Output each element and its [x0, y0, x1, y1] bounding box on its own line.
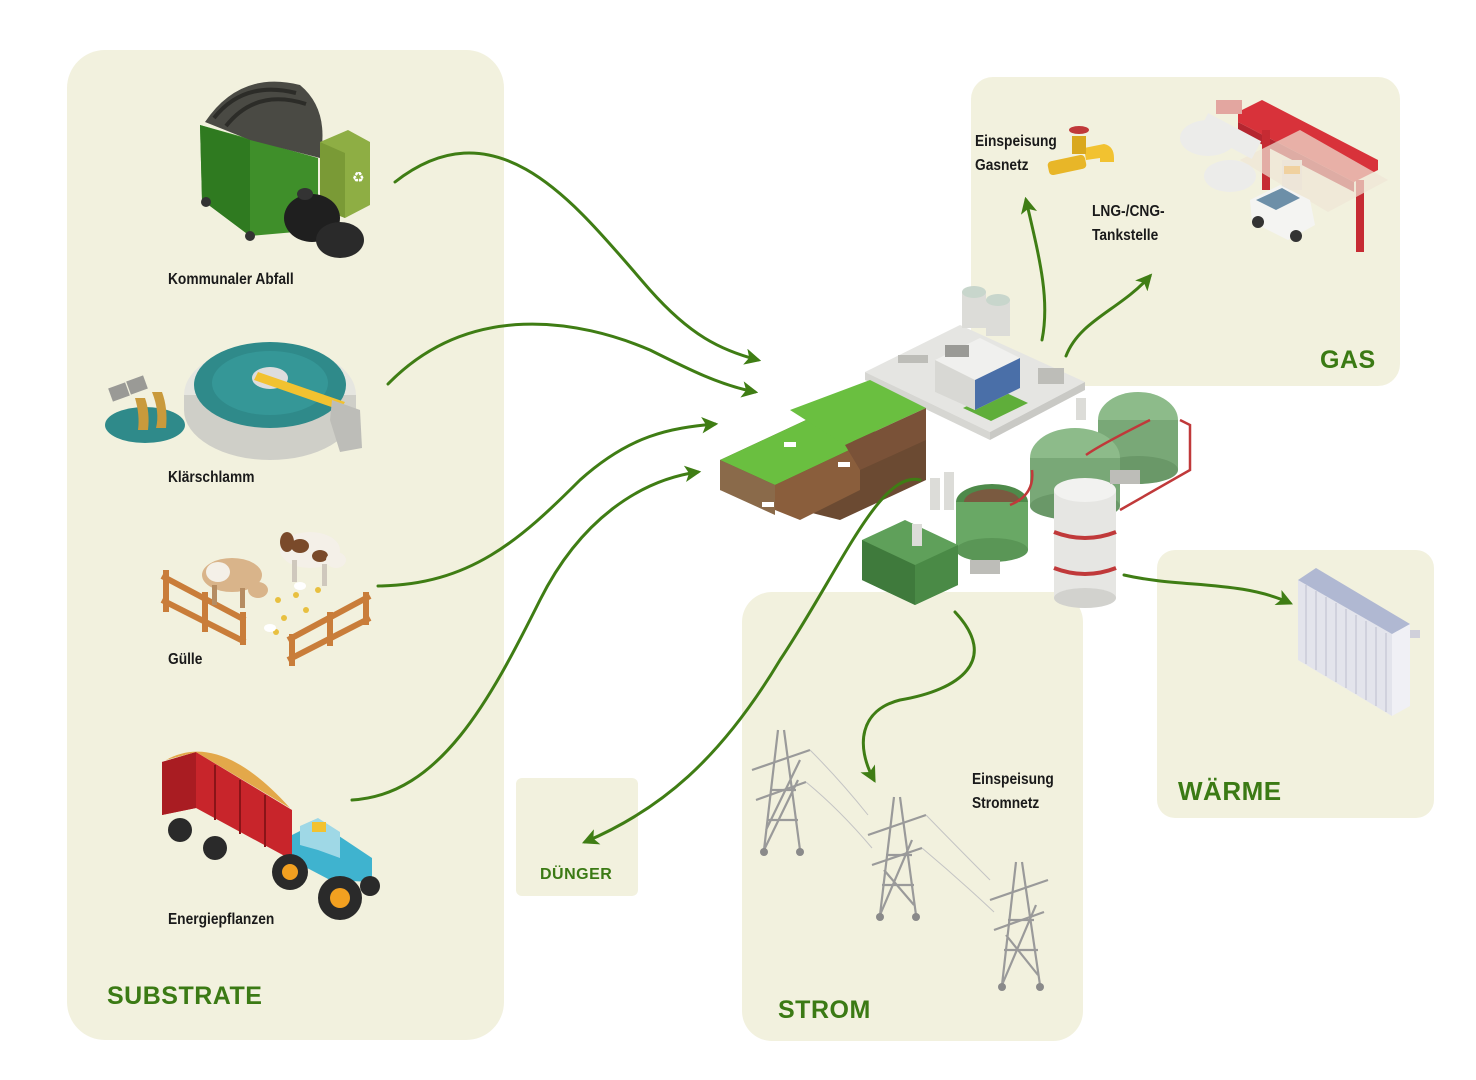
biogas-plant-icon	[708, 286, 1192, 608]
arrow-plant-to-waerme	[1122, 573, 1293, 605]
arrow-plant-to-strom	[860, 610, 976, 783]
label-lng-cng-tankstelle: LNG-/CNG- Tankstelle	[1092, 203, 1165, 244]
arrow-pflanzen-to-plant	[350, 465, 702, 802]
tractor-trailer-icon	[162, 751, 380, 920]
gas-valve-icon	[1047, 126, 1114, 176]
arrow-guelle-to-plant	[376, 416, 719, 588]
arrow-plant-to-duenger	[581, 477, 922, 845]
label-klaerschlamm: Klärschlamm	[168, 469, 255, 486]
radiator-icon	[1298, 568, 1420, 716]
arrow-plant-to-gasnetz	[1020, 196, 1047, 342]
arrow-plant-to-tankstelle	[1064, 273, 1153, 358]
gas-station-icon	[1180, 100, 1388, 252]
label-energiepflanzen: Energiepflanzen	[168, 911, 275, 928]
label-guelle: Gülle	[168, 651, 203, 668]
sewage-plant-icon	[105, 342, 362, 460]
title-substrate: SUBSTRATE	[107, 982, 263, 1010]
flow-arrows	[350, 151, 1293, 845]
arrow-klaerschlamm-to-plant	[386, 322, 759, 398]
arrow-abfall-to-plant	[393, 151, 762, 365]
svg-text:♻: ♻	[352, 170, 365, 186]
cows-icon	[160, 532, 372, 666]
title-waerme: WÄRME	[1178, 776, 1282, 806]
label-einspeisung-gasnetz: Einspeisung Gasnetz	[975, 133, 1057, 174]
label-kommunaler-abfall: Kommunaler Abfall	[168, 271, 294, 288]
strom-panel	[742, 592, 1083, 1041]
waste-container-icon: ♻	[200, 81, 370, 258]
title-strom: STROM	[778, 996, 871, 1024]
power-pylon-icon	[751, 729, 1049, 986]
duenger-panel	[516, 778, 638, 896]
title-duenger: DÜNGER	[540, 866, 613, 883]
title-gas: GAS	[1320, 346, 1376, 374]
label-einspeisung-stromnetz: Einspeisung Stromnetz	[972, 771, 1054, 812]
